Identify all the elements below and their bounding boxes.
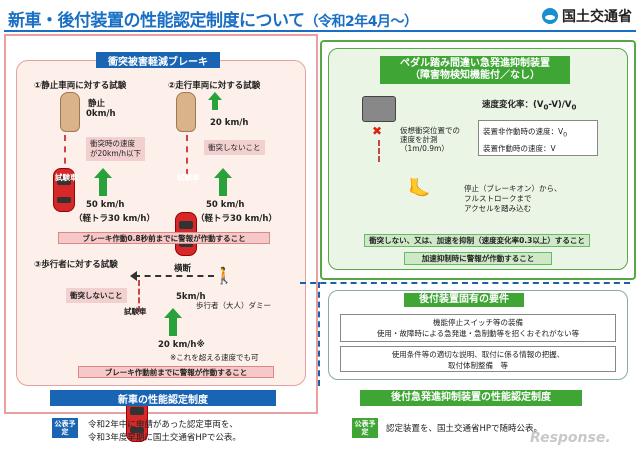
- warning2-bar: ブレーキ作動前までに警報が作動すること: [78, 366, 274, 378]
- moving-target-car-icon: [176, 92, 196, 132]
- test2-note: 衝突しないこと: [204, 140, 265, 155]
- pedal-title: ペダル踏み間違い急発進抑制装置（障害物検知機能付／なし）: [380, 56, 570, 84]
- test3-car-label: 試験車: [124, 307, 147, 316]
- aeb-title: 衝突被害軽減ブレーキ: [96, 52, 220, 68]
- test1-target-label: 静止: [88, 99, 106, 109]
- req3-text: 使用条件等の適切な説明、取付に係る情報の把握、: [391, 350, 565, 359]
- target-car-icon: [60, 92, 80, 132]
- publication-badge-green: 公表予定: [352, 418, 378, 438]
- noact-speed: 装置非作動時の速度：V0: [483, 127, 568, 139]
- publication-badge: 公表予定: [52, 418, 78, 438]
- page-title: 新車・後付装置の性能認定制度について（令和2年4月～）: [8, 11, 418, 31]
- act-speed: 装置作動時の速度：V: [483, 143, 556, 153]
- test1-target-speed: 0km/h: [86, 109, 116, 119]
- mlit-logo-icon: [542, 8, 558, 24]
- pedestrian-path: [134, 275, 214, 277]
- test2-speed: 50 km/h: [206, 200, 245, 210]
- test1-note: 衝突時の速度 が20km/h以下: [86, 137, 145, 161]
- page-title-sub: （令和2年4月～）: [304, 14, 418, 30]
- retrofit-req-title: 後付装置固有の要件: [404, 293, 524, 307]
- retrofit-program-title: 後付急発進抑制装置の性能認定制度: [360, 390, 582, 406]
- test2-car-label: 試験車: [177, 173, 200, 182]
- pedal-title-line2: （障害物検知機能付／なし）: [410, 70, 540, 81]
- virtual-position-note: 仮想衝突位置での 速度を計測 （1m/0.9m）: [400, 126, 460, 153]
- retrofit-publication-text: 認定装置を、国土交通省HPで随時公表。: [386, 424, 543, 434]
- dashed-connector-v: [318, 282, 320, 386]
- foot-pedal-icon: 🦶: [408, 178, 431, 199]
- agency-label: 国土交通省: [562, 9, 632, 25]
- new-car-publication-line2: 令和3年度早期に国土交通省HPで公表。: [88, 433, 241, 443]
- new-car-publication-line1: 令和2年中に申請があった認定車両を、: [88, 420, 238, 430]
- speed-change-formula: 速度変化率：(V0-V)/V0: [482, 100, 577, 112]
- test3-dummy-label: 歩行者（大人）ダミー: [196, 301, 271, 310]
- accelerate-instruction: 停止（ブレーキオン）から、 フルストロークまで アクセルを踏み込む: [464, 184, 562, 213]
- agency-name: 国土交通省: [542, 6, 632, 26]
- test3-path: [138, 280, 140, 312]
- test3-note: 衝突しないこと: [66, 288, 127, 303]
- test2-target-arrow-icon: [208, 92, 222, 110]
- dashed-connector: [300, 282, 630, 284]
- test-car-icon: [53, 168, 75, 212]
- cross-arrow-icon: [130, 271, 137, 281]
- test3-ped-speed: 5km/h: [176, 292, 206, 302]
- req-box2: 使用条件等の適切な説明、取付に係る情報の把握、 取付体制整備 等: [340, 346, 616, 372]
- test2-speed-sub: （軽トラ30 km/h）: [196, 214, 277, 224]
- test3-speed: 20 km/h※: [158, 340, 205, 350]
- test1-car-label: 試験車: [55, 173, 78, 182]
- collision-x-icon: ✖: [372, 124, 383, 138]
- test3-arrow-icon: [164, 308, 182, 336]
- obstacle-car-icon: [362, 96, 396, 122]
- test2-path: [186, 135, 188, 175]
- req1-text: 機能停止スイッチ等の装備: [433, 318, 523, 327]
- test2-label: ②走行車両に対する試験: [168, 81, 261, 91]
- response-watermark: Response.: [530, 430, 611, 446]
- new-car-program-title: 新車の性能認定制度: [50, 390, 276, 406]
- test1-speed-sub: （軽トラ30 km/h）: [74, 214, 155, 224]
- test1-speed: 50 km/h: [86, 200, 125, 210]
- test1-arrow-icon: [94, 168, 112, 196]
- speed-definitions: 装置非作動時の速度：V0 装置作動時の速度：V: [478, 120, 598, 156]
- test2-target-speed: 20 km/h: [210, 118, 249, 128]
- test2-arrow-icon: [214, 168, 232, 196]
- req4-text: 取付体制整備 等: [448, 361, 508, 370]
- pedestrian-dummy-icon: 🚶: [214, 266, 234, 285]
- req-box1: 機能停止スイッチ等の装備 使用・故障時による急発進・急制動等を招くおそれがない等: [340, 314, 616, 342]
- test3-label: ③歩行者に対する試験: [34, 260, 118, 270]
- test1-label: ①静止車両に対する試験: [34, 81, 127, 91]
- cond2-bar: 加速抑制時に警報が作動すること: [404, 252, 552, 265]
- warning1-bar: ブレーキ作動0.8秒前までに警報が作動すること: [58, 232, 270, 244]
- cond1-bar: 衝突しない、又は、加速を抑制（速度変化率0.3以上）すること: [364, 234, 590, 247]
- req2-text: 使用・故障時による急発進・急制動等を招くおそれがない等: [376, 329, 580, 338]
- header-rule: [4, 30, 636, 32]
- test1-path: [64, 135, 66, 175]
- pedal-path: [378, 140, 380, 162]
- pedal-title-line1: ペダル踏み間違い急発進抑制装置: [400, 58, 550, 69]
- test3-cross-label: 横断: [174, 264, 192, 274]
- test3-footnote: ※これを超える速度でも可: [170, 353, 259, 362]
